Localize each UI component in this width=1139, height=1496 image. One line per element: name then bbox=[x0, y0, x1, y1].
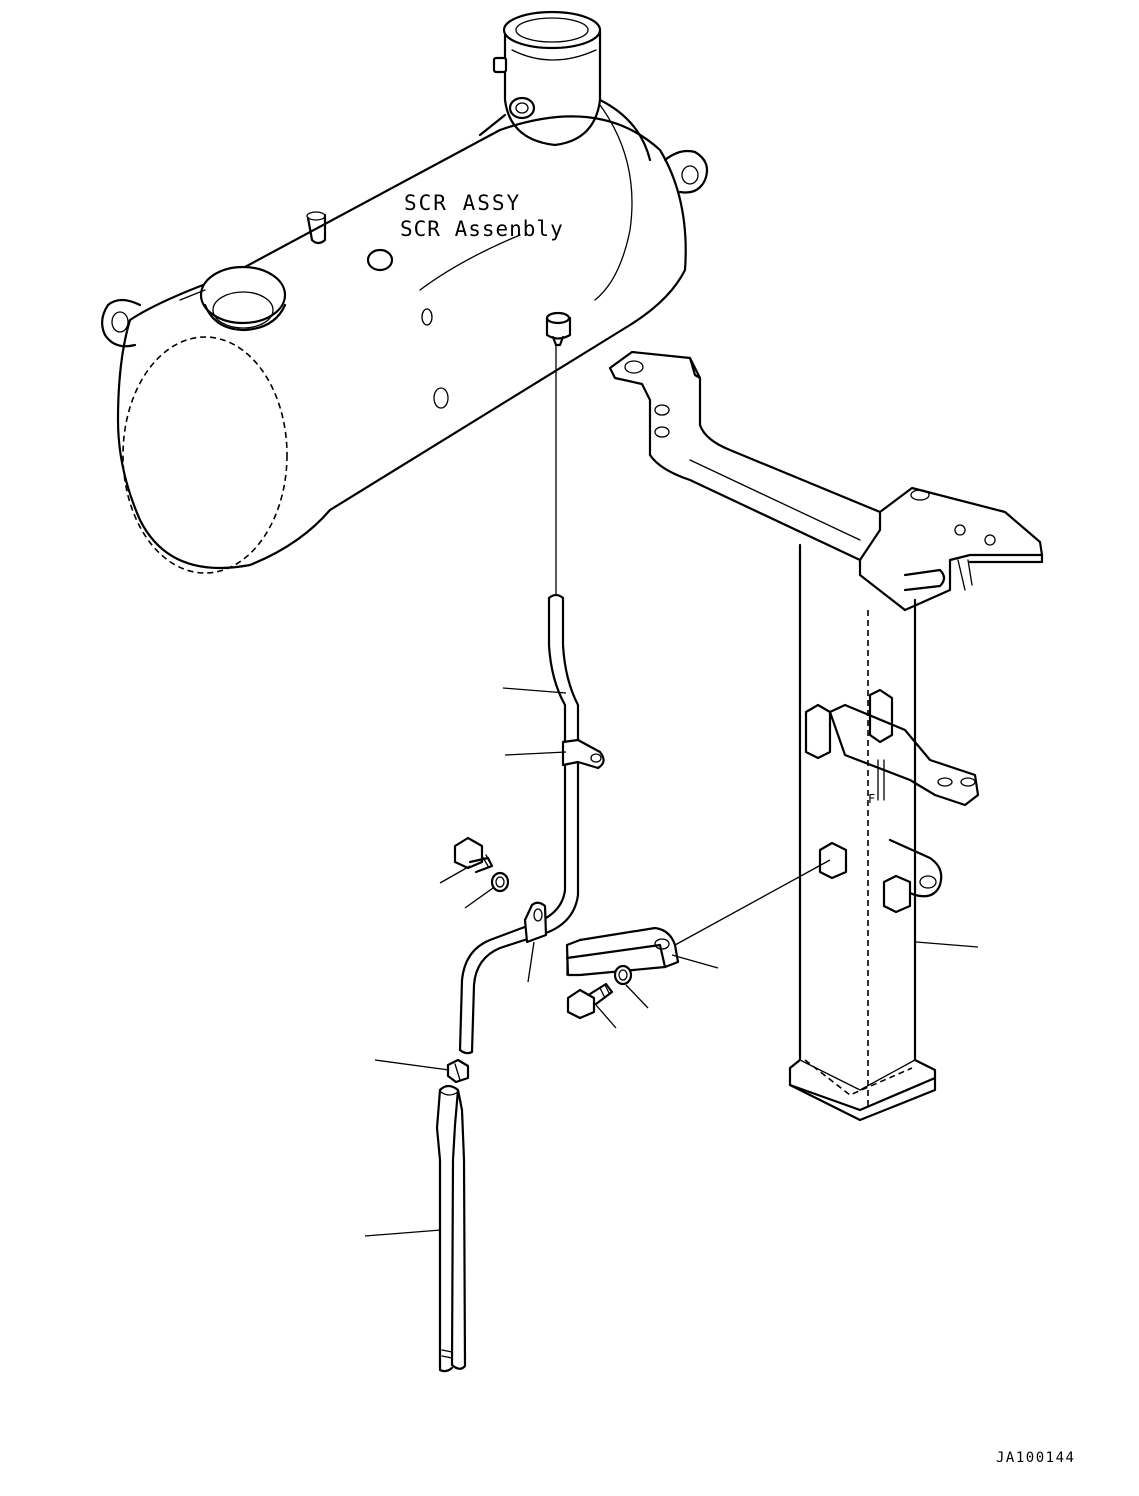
frame-post-column bbox=[788, 543, 937, 1122]
leader-clip-upper bbox=[504, 751, 567, 756]
leader-lines bbox=[364, 687, 979, 1237]
scr-sensor-boss bbox=[366, 248, 394, 272]
scr-plug-2 bbox=[433, 387, 449, 409]
leader-hose-clamp bbox=[374, 1059, 450, 1071]
bolt-lower bbox=[566, 982, 614, 1020]
scr-top-outlet bbox=[478, 10, 652, 162]
svg-text:F: F bbox=[868, 792, 875, 806]
scr-drain-fitting bbox=[545, 311, 572, 347]
leader-bolt-lower bbox=[595, 1004, 617, 1029]
drawing-number: JA100144 bbox=[996, 1450, 1075, 1466]
drain-tube-upper-outer bbox=[458, 596, 567, 1052]
scr-left-port bbox=[179, 265, 287, 332]
scr-body-seam bbox=[419, 234, 521, 291]
leader-bolt-upper bbox=[439, 865, 471, 884]
washer-upper bbox=[490, 871, 510, 893]
leader-clip-lower bbox=[527, 941, 535, 983]
scr-small-nipple bbox=[306, 213, 327, 245]
frame-post: F bbox=[608, 350, 1044, 1122]
leader-hose bbox=[364, 1229, 442, 1237]
leader-angle-bracket bbox=[671, 954, 719, 969]
leader-washer-lower bbox=[625, 984, 649, 1009]
scr-plug-1 bbox=[421, 308, 433, 326]
frame-top-plate bbox=[878, 486, 1044, 612]
frame-mid-bracket: F bbox=[804, 688, 980, 807]
frame-top-bracket bbox=[608, 350, 882, 562]
leader-post bbox=[915, 941, 979, 948]
leader-washer-upper bbox=[464, 887, 494, 909]
hose-clamp bbox=[446, 1058, 470, 1084]
scr-label-line1: SCR ASSY bbox=[404, 191, 521, 215]
frame-clip-plate bbox=[818, 838, 943, 914]
leader-tube bbox=[502, 687, 567, 694]
scr-body bbox=[116, 115, 687, 570]
scr-label-line2: SCR Assenbly bbox=[400, 217, 564, 241]
tube-clip-lower bbox=[523, 901, 548, 944]
assembly-line-bracket bbox=[674, 859, 831, 946]
washer-lower bbox=[613, 964, 633, 986]
bolt-upper bbox=[453, 836, 494, 874]
drain-tube-upper-inner bbox=[470, 596, 580, 1054]
scr-lug-left bbox=[101, 298, 142, 348]
scr-assembly: SCR ASSY SCR Assenbly bbox=[101, 10, 709, 574]
tube-clip-upper bbox=[561, 738, 605, 770]
scr-end-hidden bbox=[122, 336, 288, 574]
angle-bracket bbox=[565, 926, 680, 977]
drain-hose-lower bbox=[435, 1084, 467, 1373]
scr-body-edge bbox=[594, 104, 633, 301]
scr-lug-right bbox=[663, 149, 709, 194]
